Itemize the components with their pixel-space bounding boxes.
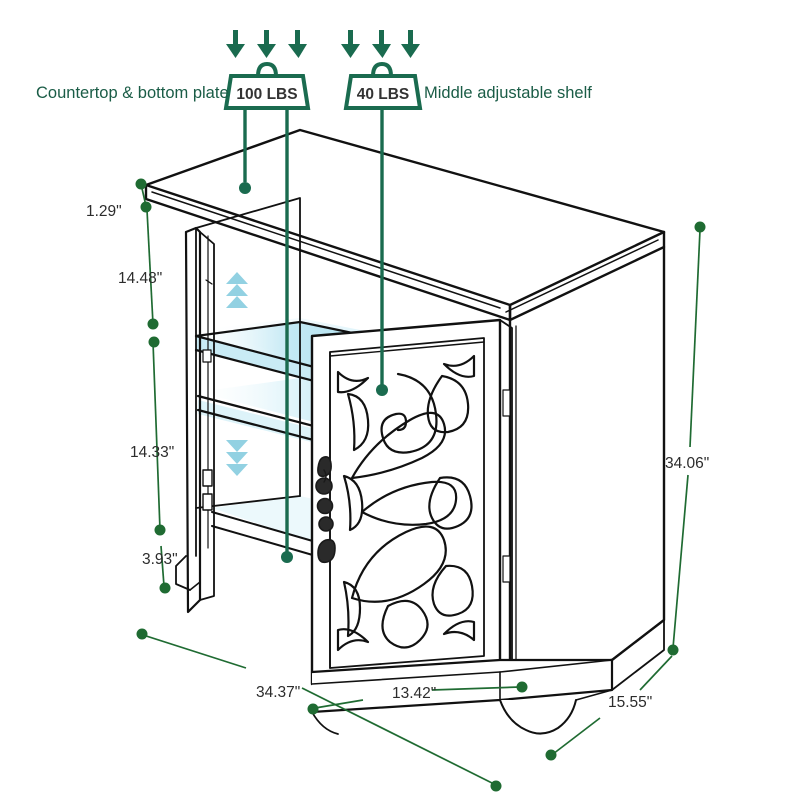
- bottom-dimensions: [142, 634, 673, 785]
- leader-dot-bottom-plate: [281, 551, 293, 563]
- dim-depth-label: 15.55": [608, 694, 652, 711]
- door-handle-icon[interactable]: [315, 456, 336, 564]
- dim-upper-compartment-label: 14.48": [118, 270, 162, 287]
- dim-total-width-label: 34.37": [256, 684, 300, 701]
- load-arrows-100: [226, 30, 307, 58]
- cabinet-base: [310, 619, 665, 735]
- load-arrows-40: [341, 30, 420, 58]
- countertop-load-label: Countertop & bottom plate: [36, 84, 229, 102]
- shelf-load-callout: [341, 30, 423, 396]
- leader-dot-countertop: [239, 182, 251, 194]
- bottom-dimension-dots: [136, 628, 557, 792]
- left-dimension-dots: [135, 178, 171, 594]
- countertop: [144, 128, 666, 322]
- dim-base-height-label: 3.93": [142, 551, 178, 568]
- cabinet-linework: [144, 128, 666, 735]
- shelf-adjust-up-arrows: [226, 272, 248, 308]
- leader-dot-shelf: [376, 384, 388, 396]
- weight-value-100: 100 LBS: [236, 86, 297, 103]
- weight-icon-100: [223, 61, 311, 110]
- dim-lower-compartment-label: 14.33": [130, 444, 174, 461]
- dim-total-height-label: 34.06": [665, 455, 709, 472]
- carved-door: [310, 318, 513, 686]
- door-carved-pattern: [336, 354, 476, 652]
- left-open-door: [175, 226, 215, 614]
- shelf-load-label: Middle adjustable shelf: [424, 84, 592, 102]
- dim-top-thickness-label: 1.29": [86, 203, 122, 220]
- right-dimension-dots: [667, 221, 706, 656]
- countertop-load-callout: [223, 30, 311, 563]
- weight-icon-40: [343, 61, 423, 110]
- shelf-adjust-down-arrows: [226, 440, 248, 476]
- right-dimension: [672, 229, 701, 649]
- right-side-panel: [508, 245, 666, 674]
- weight-value-40: 40 LBS: [357, 86, 410, 103]
- dim-door-width-label: 13.42": [392, 685, 436, 702]
- load-leaders-100: [243, 108, 289, 553]
